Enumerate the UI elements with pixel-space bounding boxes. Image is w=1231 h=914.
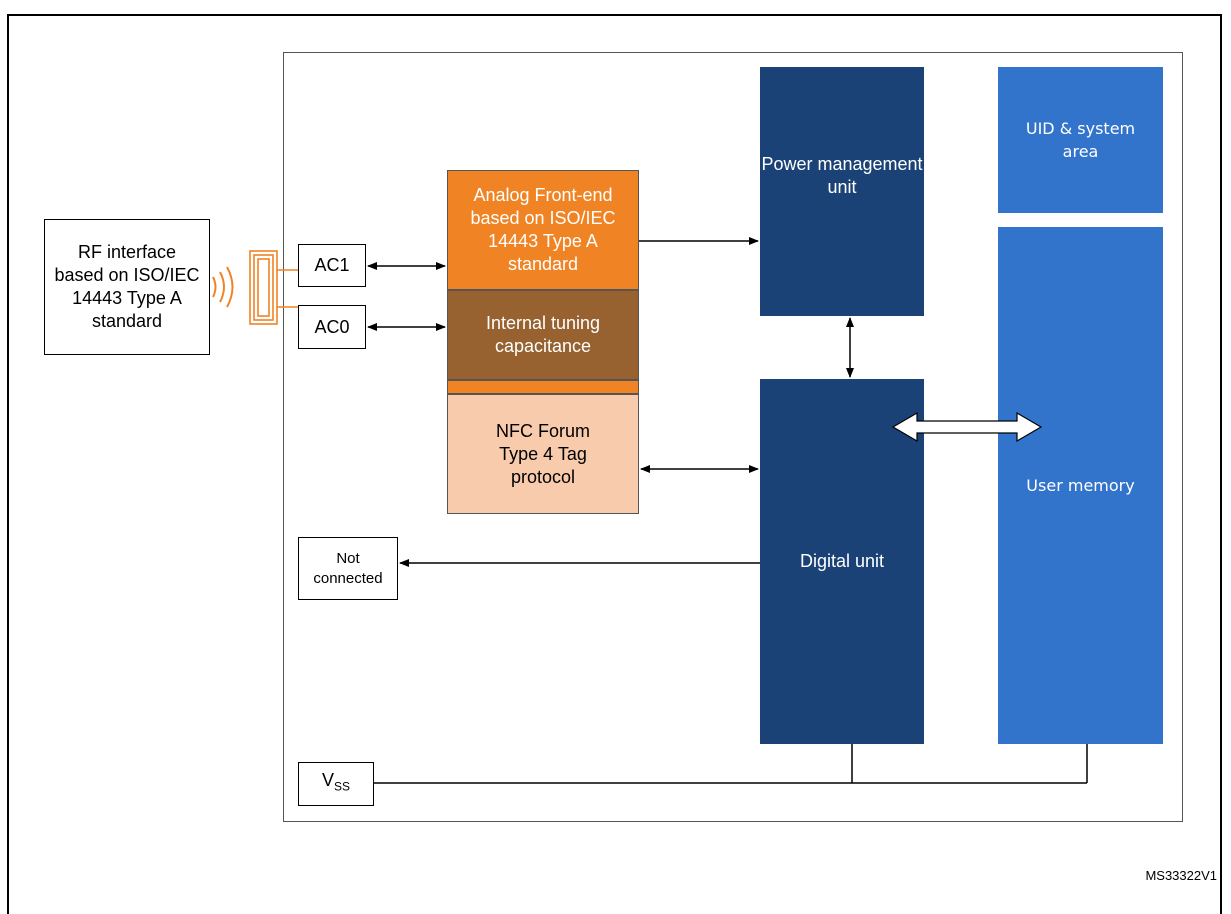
power-management-block: Power management unit bbox=[760, 67, 924, 316]
rf-interface-label: RF interface based on ISO/IEC 14443 Type… bbox=[54, 242, 200, 331]
uid-system-area-block: UID & system area bbox=[998, 67, 1163, 213]
vss-label: V bbox=[321, 770, 334, 791]
antenna-waves bbox=[212, 266, 234, 308]
internal-tuning-label: Internal tuning capacitance bbox=[485, 313, 601, 356]
user-memory-label: User memory bbox=[1026, 476, 1135, 495]
antenna-coil-icon bbox=[249, 250, 298, 325]
afe-strip bbox=[447, 380, 639, 394]
nfc-forum-block: NFC Forum Type 4 Tag protocol bbox=[447, 394, 639, 514]
digital-unit-label: Digital unit bbox=[799, 551, 885, 571]
rf-interface-box: RF interface based on ISO/IEC 14443 Type… bbox=[44, 219, 210, 355]
analog-front-end-label: Analog Front-end based on ISO/IEC 14443 … bbox=[470, 185, 616, 274]
nfc-forum-label: NFC Forum Type 4 Tag protocol bbox=[496, 420, 590, 487]
not-connected-pin: Not connected bbox=[298, 537, 398, 600]
vss-subscript: SS bbox=[334, 779, 351, 794]
digital-unit-block: Digital unit bbox=[760, 379, 924, 744]
user-memory-block: User memory bbox=[998, 227, 1163, 744]
ac0-pin: AC0 bbox=[298, 305, 366, 349]
ac0-label: AC0 bbox=[314, 316, 350, 337]
internal-tuning-block: Internal tuning capacitance bbox=[447, 290, 639, 380]
figure-reference: MS33322V1 bbox=[1145, 868, 1217, 883]
vss-pin: VSS bbox=[298, 762, 374, 806]
figure-frame bbox=[7, 14, 1222, 914]
not-connected-label: Not connected bbox=[313, 549, 383, 587]
ac1-label: AC1 bbox=[314, 255, 350, 275]
ac1-pin: AC1 bbox=[298, 244, 366, 287]
power-management-label: Power management unit bbox=[761, 154, 923, 197]
uid-system-area-label: UID & system area bbox=[1025, 119, 1136, 161]
chip-boundary bbox=[283, 52, 1183, 822]
digital-memory-bus-arrow bbox=[891, 411, 1043, 443]
analog-front-end-block: Analog Front-end based on ISO/IEC 14443 … bbox=[447, 170, 639, 290]
